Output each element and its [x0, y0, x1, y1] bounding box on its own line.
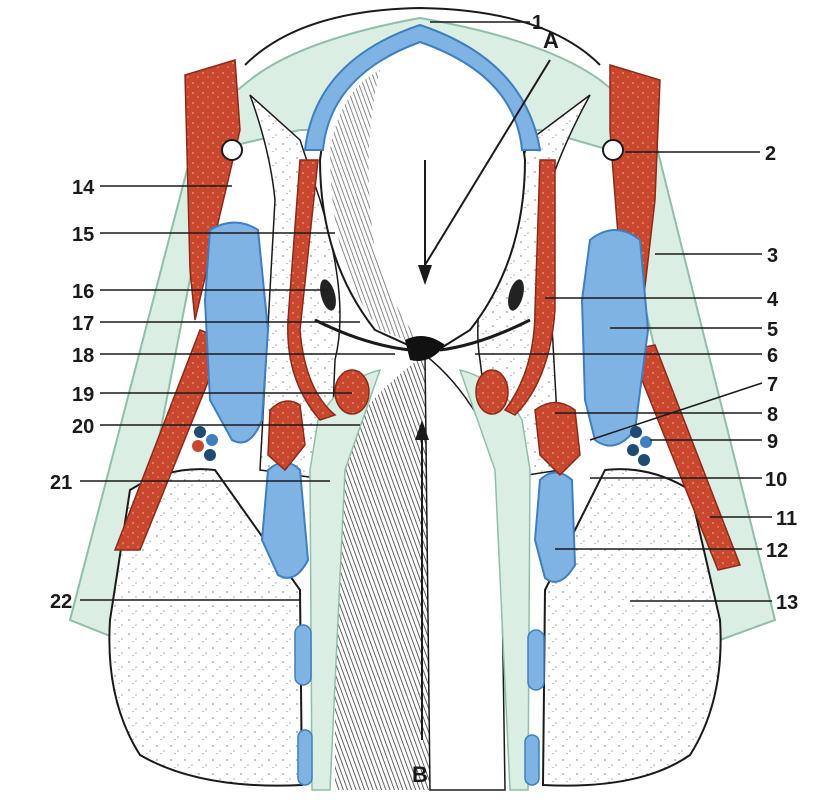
letter-a: A: [543, 28, 559, 53]
label-1: 1: [532, 12, 543, 34]
left-urethra-seg-2: [298, 730, 312, 785]
label-11: 11: [776, 508, 797, 530]
label-4: 4: [767, 289, 779, 311]
right-vessels: [627, 426, 652, 466]
right-lower-blue: [535, 473, 575, 582]
label-22: 22: [50, 591, 72, 613]
label-5: 5: [767, 319, 778, 341]
label-20: 20: [72, 416, 94, 438]
left-vessels: [192, 426, 218, 461]
label-21: 21: [50, 472, 72, 494]
label-9: 9: [767, 431, 778, 453]
right-red-oval-6: [476, 370, 508, 414]
label-12: 12: [766, 540, 788, 562]
right-seg-2: [525, 735, 539, 785]
right-seg-1: [528, 630, 544, 690]
label-19: 19: [72, 384, 94, 406]
left-urethra-seg-1: [295, 625, 311, 685]
label-14: 14: [72, 177, 95, 199]
label-16: 16: [72, 281, 94, 303]
left-red-oval-19: [335, 370, 369, 414]
right-top-ring: [603, 140, 623, 160]
left-top-ring: [222, 140, 242, 160]
label-3: 3: [767, 245, 778, 267]
label-10: 10: [765, 469, 787, 491]
label-15: 15: [72, 224, 94, 246]
label-13: 13: [776, 592, 798, 614]
left-blue-body: [205, 223, 268, 443]
label-17: 17: [72, 313, 94, 335]
label-7: 7: [767, 374, 778, 396]
letter-b: B: [412, 762, 428, 787]
label-8: 8: [767, 404, 778, 426]
label-18: 18: [72, 345, 94, 367]
label-2: 2: [765, 143, 776, 165]
label-6: 6: [767, 345, 778, 367]
